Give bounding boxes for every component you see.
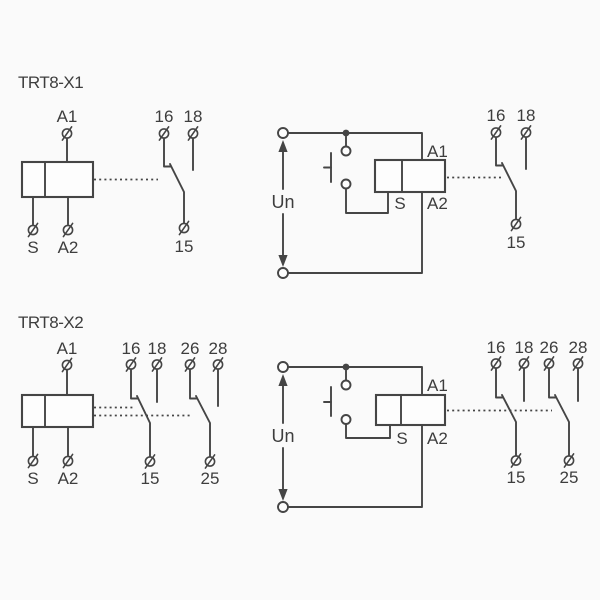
terminal-a2-label: A2 xyxy=(427,429,448,448)
terminal-26-label: 26 xyxy=(181,339,200,358)
diagram-title: TRT8-X1 xyxy=(18,73,83,92)
terminal-15-label: 15 xyxy=(507,233,526,252)
contact-blade xyxy=(169,163,185,225)
contact1-16-lead xyxy=(495,368,504,399)
supply-plus-node xyxy=(277,127,289,139)
relay-coil-box xyxy=(20,160,95,199)
contact-16-lead xyxy=(495,137,504,167)
terminal-18-label: 18 xyxy=(517,106,536,125)
terminal-a1-label: A1 xyxy=(57,107,78,126)
terminal-s-label: S xyxy=(27,469,38,488)
terminal-28-label: 28 xyxy=(209,339,228,358)
terminal-15-icon xyxy=(178,220,190,236)
terminal-a2-icon xyxy=(62,453,74,469)
contact1-16-lead xyxy=(130,369,139,400)
s-control-wire xyxy=(345,187,389,214)
terminal-15-icon xyxy=(144,454,156,469)
contact2-26-lead xyxy=(189,369,198,400)
terminal-a2-label: A2 xyxy=(427,194,448,213)
supply-minus-node xyxy=(277,267,289,279)
terminal-18-label: 18 xyxy=(515,338,534,357)
terminal-16-label: 16 xyxy=(487,338,506,357)
contact2-blade xyxy=(195,395,211,458)
supply-minus-node xyxy=(277,501,289,513)
terminal-a2-label: A2 xyxy=(58,469,79,488)
contact-16-lead xyxy=(163,138,172,168)
terminal-15-label: 15 xyxy=(175,237,194,256)
terminal-a1-label: A1 xyxy=(427,142,448,161)
terminal-15-label: 15 xyxy=(507,468,526,487)
pushbutton-bottom-contact xyxy=(340,178,352,190)
relay-coil-box xyxy=(373,158,447,194)
terminal-16-label: 16 xyxy=(155,107,174,126)
terminal-25-label: 25 xyxy=(560,468,579,487)
pushbutton-top-contact xyxy=(340,145,352,157)
terminal-18-label: 18 xyxy=(148,339,167,358)
pushbutton-bottom-contact xyxy=(340,414,352,425)
contact-blade xyxy=(501,162,517,221)
terminal-15-label: 15 xyxy=(141,469,160,488)
trt8-x1-wiring: Un A1 S A2 16 18 15 xyxy=(271,106,536,279)
a2-return-wire xyxy=(287,424,423,508)
supply-arrow-down-icon xyxy=(278,489,288,501)
terminal-16-label: 16 xyxy=(122,339,141,358)
contact1-blade xyxy=(501,394,517,457)
a1-supply-wire xyxy=(287,366,423,396)
contact2-blade xyxy=(554,394,570,457)
terminal-a2-icon xyxy=(62,222,74,238)
terminal-s-icon xyxy=(27,453,39,469)
wire-junction-dot xyxy=(342,129,350,137)
trt8-x1-schematic: TRT8-X1 A1 S A2 16 18 15 xyxy=(18,73,202,257)
s-control-wire xyxy=(345,423,391,439)
supply-arrow-down-icon xyxy=(278,255,288,267)
a2-return-wire xyxy=(287,191,423,274)
terminal-a1-label: A1 xyxy=(427,376,448,395)
contact1-blade xyxy=(136,395,151,458)
terminal-25-icon xyxy=(563,453,575,468)
trt8-x2-wiring: Un A1 S A2 16 18 15 26 28 xyxy=(271,338,588,513)
terminal-a1-label: A1 xyxy=(57,339,78,358)
relay-coil-box xyxy=(20,393,95,429)
terminal-15-icon xyxy=(510,216,522,232)
terminal-26-label: 26 xyxy=(540,338,559,357)
wire-junction-dot xyxy=(342,363,350,371)
contact2-26-lead xyxy=(548,368,557,399)
supply-voltage-label: Un xyxy=(271,192,294,212)
terminal-25-icon xyxy=(204,454,216,469)
terminal-s-label: S xyxy=(27,238,38,257)
trt8-x2-schematic: TRT8-X2 A1 S A2 16 18 15 26 28 25 xyxy=(18,313,227,488)
a1-supply-wire xyxy=(287,132,423,161)
diagram-title: TRT8-X2 xyxy=(18,313,83,332)
terminal-25-label: 25 xyxy=(201,469,220,488)
supply-plus-node xyxy=(277,361,289,373)
terminal-s-icon xyxy=(27,222,39,238)
terminal-s-label: S xyxy=(396,429,407,448)
pushbutton-top-contact xyxy=(340,379,352,391)
terminal-s-label: S xyxy=(394,194,405,213)
terminal-16-label: 16 xyxy=(487,106,506,125)
relay-coil-box xyxy=(374,393,447,427)
supply-voltage-label: Un xyxy=(271,426,294,446)
terminal-15-icon xyxy=(510,453,522,468)
terminal-28-label: 28 xyxy=(569,338,588,357)
terminal-18-label: 18 xyxy=(184,107,203,126)
terminal-a2-label: A2 xyxy=(58,238,79,257)
